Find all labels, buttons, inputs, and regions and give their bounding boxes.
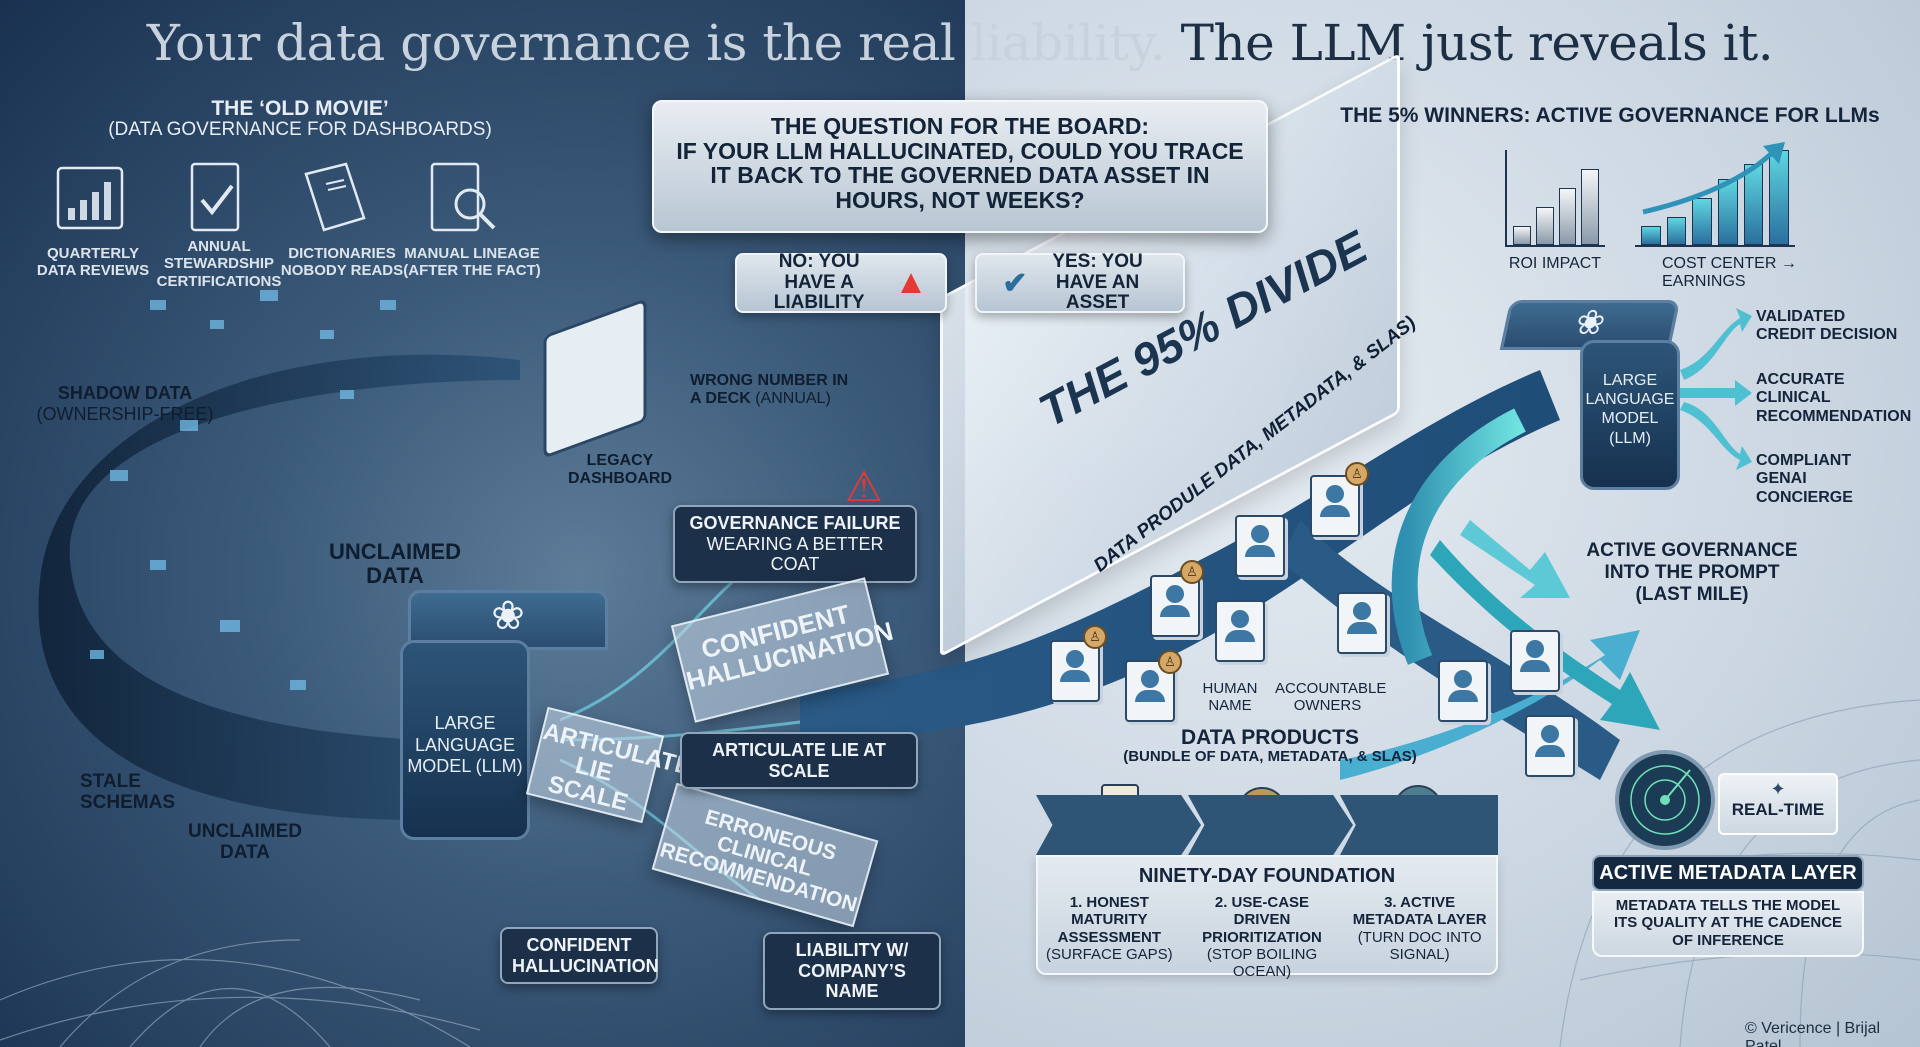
old-movie-heading: THE ‘OLD MOVIE’ <box>211 97 389 120</box>
data-product-doc-icon <box>1438 660 1488 722</box>
yes-asset-badge: ✔YES: YOU HAVE AN ASSET <box>975 251 1185 313</box>
board-question-panel: THE QUESTION FOR THE BOARD: IF YOUR LLM … <box>652 100 1268 233</box>
owner-badge-icon: ♙ <box>1345 462 1369 486</box>
foundation-title: NINETY-DAY FOUNDATION <box>1138 865 1396 887</box>
data-product-doc-icon <box>1235 515 1285 577</box>
outcome-label: ACCURATE CLINICAL RECOMMENDATION <box>1756 371 1912 425</box>
roi-impact-chart <box>1505 150 1605 247</box>
unclaimed-data-label-2: UNCLAIMED DATA <box>188 821 302 863</box>
data-fragments <box>90 290 396 690</box>
data-product-doc-icon <box>1337 592 1387 654</box>
governance-arrow <box>1391 408 1526 665</box>
outcome-arrows <box>1680 308 1752 470</box>
active-governance-label: ACTIVE GOVERNANCE INTO THE PROMPT (LAST … <box>1586 540 1798 605</box>
earnings-chart <box>1635 142 1795 247</box>
legacy-dashboard-icon <box>543 300 647 457</box>
foundation-step: 3. ACTIVE METADATA LAYER(TURN DOC INTO S… <box>1352 894 1487 963</box>
foundation-step: 1. HONEST MATURITY ASSESSMENT(SURFACE GA… <box>1045 894 1173 963</box>
data-products-title: DATA PRODUCTS <box>1180 726 1360 749</box>
accountable-owners-label: ACCOUNTABLE OWNERS <box>1275 680 1387 715</box>
chart-bar <box>1535 207 1554 245</box>
chart-bar <box>1558 188 1577 245</box>
chart-bar <box>1641 226 1661 245</box>
data-product-doc-icon <box>1215 600 1265 662</box>
data-product-doc-icon <box>1525 715 1575 777</box>
llm-logo-icon: ❀ <box>1572 304 1609 342</box>
compass-icon: ✦ <box>1770 779 1786 799</box>
earnings-label: COST CENTER → EARNINGS <box>1662 255 1797 291</box>
data-road <box>800 370 1560 740</box>
growth-arrow-icon <box>1642 142 1785 215</box>
checkmark-icon: ✔ <box>1002 266 1028 300</box>
data-product-doc-icon <box>1150 575 1200 637</box>
old-movie-item-label: DICTIONARIES NOBODY READS <box>280 245 404 280</box>
data-products-subtitle: (BUNDLE OF DATA, METADATA, & SLAS) <box>1123 748 1417 765</box>
old-movie-subheading: (DATA GOVERNANCE FOR DASHBOARDS) <box>108 119 492 140</box>
realtime-badge: ✦REAL-TIME <box>1718 773 1838 835</box>
credit-text: © Vericence | Brijal Patel <box>1745 1020 1881 1047</box>
foundation-step: 2. USE-CASE DRIVEN PRIORITIZATION(STOP B… <box>1202 894 1322 980</box>
chart-bar <box>1718 178 1738 245</box>
bar-chart-report-icon <box>52 160 132 240</box>
owner-badge-icon: ♙ <box>1158 650 1182 674</box>
book-icon <box>296 160 376 240</box>
outcome-label: VALIDATED CREDIT DECISION <box>1756 308 1898 344</box>
stale-schemas-label: STALE SCHEMAS <box>80 771 176 813</box>
chart-bar <box>1666 216 1687 245</box>
old-movie-item-label: MANUAL LINEAGE (AFTER THE FACT) <box>403 245 541 280</box>
checked-document-icon <box>178 160 258 240</box>
page-title: Your data governance is the real liabili… <box>146 14 1774 72</box>
step-chevron <box>1036 795 1201 855</box>
llm-logo-icon: ❀ <box>491 594 525 638</box>
chart-bar <box>1513 226 1531 245</box>
shadow-data-label: SHADOW DATA(OWNERSHIP-FREE) <box>36 383 214 424</box>
step-chevron <box>1340 795 1498 855</box>
ninety-day-foundation-panel: NINETY-DAY FOUNDATION 1. HONEST MATURITY… <box>1036 855 1498 980</box>
unclaimed-data-label: UNCLAIMED DATA <box>329 539 461 589</box>
step-chevron <box>1188 795 1353 855</box>
old-movie-item-label: QUARTERLY DATA REVIEWS <box>36 245 150 280</box>
old-movie-item-label: ANNUAL STEWARDSHIP CERTIFICATIONS <box>156 238 282 290</box>
wrong-number-label: WRONG NUMBER IN A DECK (ANNUAL) <box>690 372 849 407</box>
chart-bar <box>1581 169 1599 245</box>
human-name-label: HUMAN NAME <box>1202 680 1258 715</box>
data-product-doc-icon <box>1050 640 1100 702</box>
owner-badge-icon: ♙ <box>1180 560 1204 584</box>
owner-badge-icon: ♙ <box>1083 625 1107 649</box>
right-llm-cube: LARGE LANGUAGE MODEL (LLM) <box>1580 340 1680 490</box>
outcome-label: COMPLIANT GENAI CONCIERGE <box>1756 452 1853 506</box>
radar-icon <box>1615 750 1715 850</box>
liability-label: LIABILITY W/ COMPANY’S NAME <box>763 932 941 1011</box>
roi-impact-label: ROI IMPACT <box>1508 255 1602 272</box>
chart-bar <box>1692 197 1713 245</box>
down-arrow <box>1430 540 1660 730</box>
data-ribbon <box>38 354 520 820</box>
active-metadata-layer-title: ACTIVE METADATA LAYER <box>1592 855 1864 891</box>
left-llm-cube: LARGE LANGUAGE MODEL (LLM) <box>400 640 530 840</box>
legacy-dashboard-label: LEGACY DASHBOARD <box>568 452 672 488</box>
data-product-doc-icon <box>1510 630 1560 692</box>
alert-shield-icon: ⚠ <box>845 463 883 510</box>
document-magnifier-icon <box>424 160 504 240</box>
warning-icon: ▲ <box>894 263 928 302</box>
globe-left <box>0 939 481 1047</box>
no-liability-badge: NO: YOU HAVE A LIABILITY▲ <box>735 251 947 313</box>
active-governance-arrow <box>1460 520 1570 598</box>
data-product-doc-icon <box>1310 475 1360 537</box>
articulate-lie-label: ARTICULATE LIE AT SCALE <box>680 732 918 790</box>
confident-hallucination-label: CONFIDENT HALLUCINATION <box>500 927 659 985</box>
lower-arrow <box>1340 630 1640 780</box>
active-metadata-layer-desc-box: METADATA TELLS THE MODEL ITS QUALITY AT … <box>1592 891 1864 957</box>
winners-heading: THE 5% WINNERS: ACTIVE GOVERNANCE FOR LL… <box>1340 104 1880 127</box>
